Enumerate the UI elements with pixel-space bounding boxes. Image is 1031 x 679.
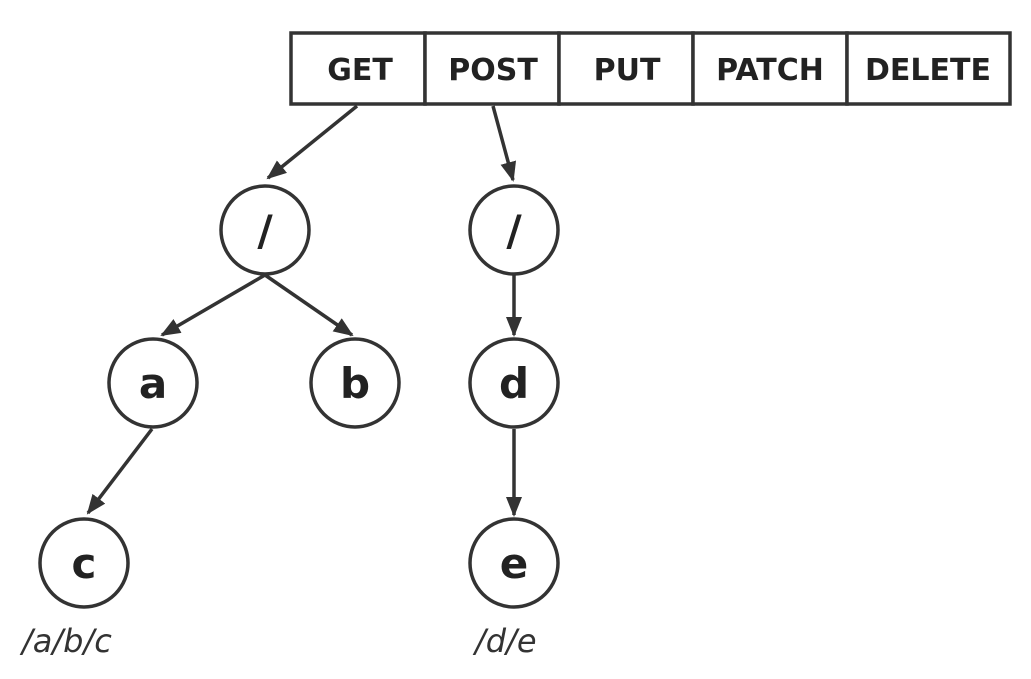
- node-c: c: [38, 517, 130, 609]
- node-b: b: [309, 337, 401, 429]
- method-cell-put: [557, 31, 695, 106]
- node-label-e: e: [500, 539, 529, 588]
- method-label-patch: PATCH: [716, 53, 824, 88]
- method-cell-delete: [845, 31, 1012, 106]
- node-label-d: d: [499, 359, 529, 408]
- node-post-root: /: [468, 184, 560, 276]
- path-label-abc: /a/b/c: [19, 622, 112, 660]
- node-e: e: [468, 517, 560, 609]
- edge-root-to-a: [160, 273, 266, 337]
- tree-nodes: / / a b c d e: [38, 184, 560, 609]
- node-get-root: /: [219, 184, 311, 276]
- method-cell-get: [289, 31, 427, 106]
- method-label-put: PUT: [594, 53, 661, 88]
- node-label-a: a: [139, 359, 167, 408]
- path-label-de: /d/e: [472, 622, 537, 660]
- node-a: a: [107, 337, 199, 429]
- edge-post-to-root: [491, 105, 517, 182]
- node-label-post-root: /: [506, 206, 522, 255]
- node-d: d: [468, 337, 560, 429]
- method-label-get: GET: [327, 53, 393, 88]
- tree-edges: [86, 104, 522, 517]
- edge-a-to-c: [86, 427, 154, 515]
- method-cell-post: [423, 31, 561, 106]
- edge-get-to-root: [266, 104, 359, 180]
- node-label-b: b: [340, 359, 370, 408]
- node-label-get-root: /: [257, 206, 273, 255]
- node-label-c: c: [72, 539, 97, 588]
- method-label-post: POST: [448, 53, 538, 88]
- method-label-delete: DELETE: [865, 53, 991, 88]
- edge-root-to-b: [264, 273, 354, 337]
- http-methods-table: GET POST PUT PATCH DELETE: [289, 31, 1012, 106]
